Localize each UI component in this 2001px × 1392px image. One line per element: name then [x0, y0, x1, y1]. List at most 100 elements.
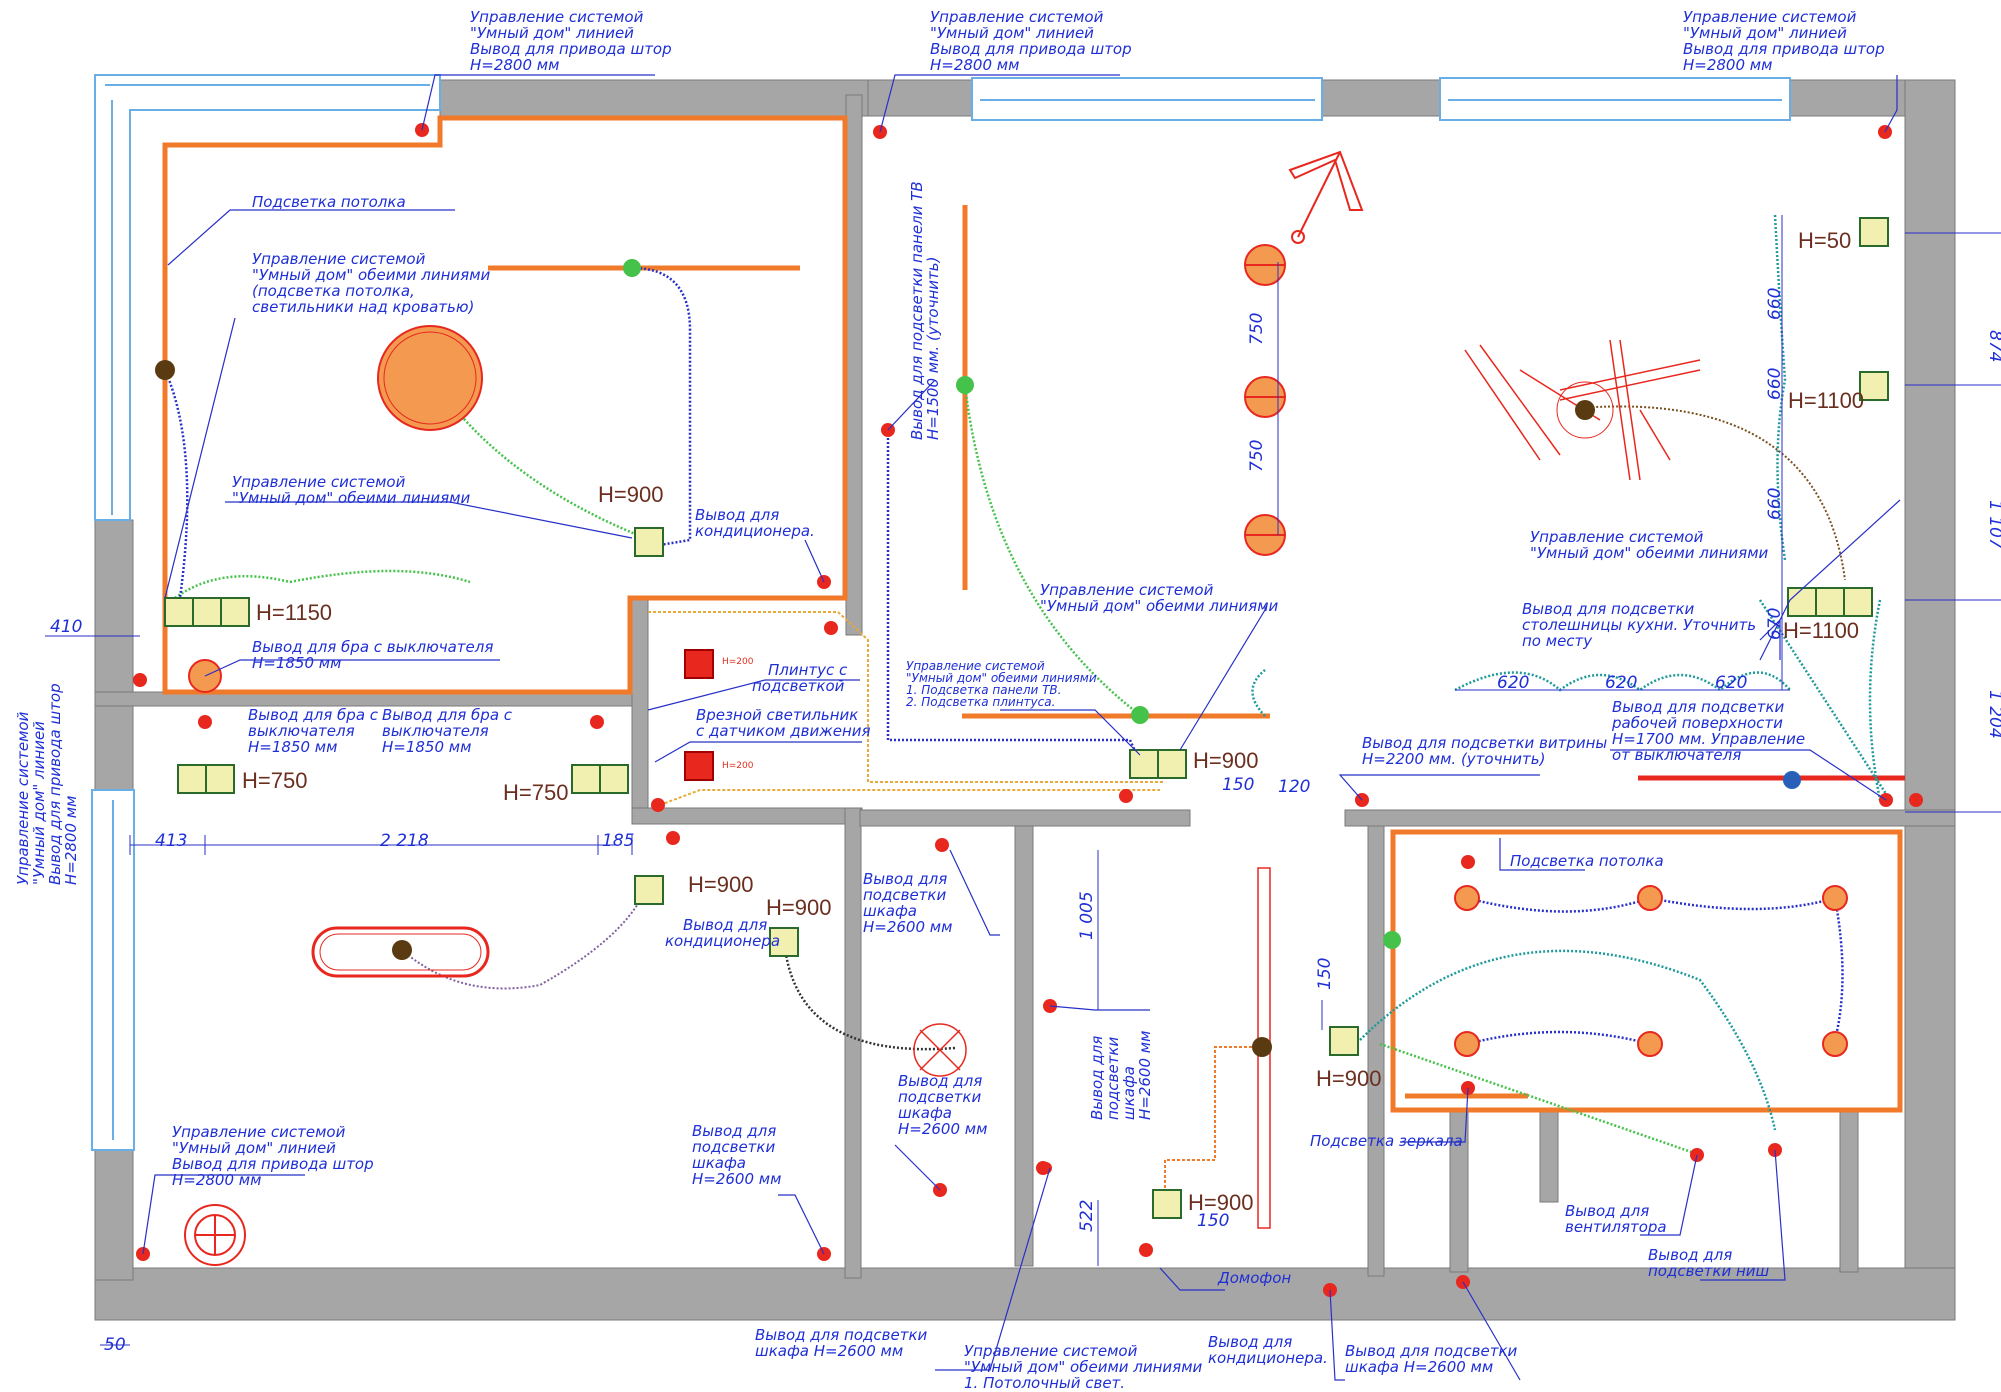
recessed-sensor-note-l2: с датчиком движения: [696, 722, 871, 740]
wardrobe-4-note-l3: шкафа: [692, 1154, 746, 1172]
dim-620-a: 620: [1497, 673, 1529, 693]
height-h750-b: H=750: [503, 780, 568, 805]
dim-2218: 2 218: [380, 831, 429, 851]
ac-outlet-2-note-l2: кондиционера: [665, 932, 780, 950]
curtain-bottom-left-note-l2: "Умный дом" линией: [172, 1139, 336, 1157]
dim-750-b: 750: [1247, 440, 1267, 472]
smart-bedroom-note-l4: светильники над кроватью): [252, 298, 474, 316]
wardrobe-3-note-l4: H=2600 мм: [1136, 1031, 1154, 1120]
height-h900-hall: H=900: [766, 895, 831, 920]
dim-620-b: 620: [1605, 673, 1637, 693]
smart-bedroom-note-l2: "Умный дом" обеими линиями: [252, 266, 491, 284]
dim-150-c: 150: [1197, 1211, 1229, 1231]
showcase-note-l2: H=2200 мм. (уточнить): [1362, 750, 1545, 768]
fan-outlet-note-l1: Вывод для: [1565, 1202, 1649, 1220]
countertop-note-l3: по месту: [1522, 632, 1593, 650]
sconce-3-note-l2: выключателя: [382, 722, 489, 740]
showcase-note-l1: Вывод для подсветки витрины: [1362, 734, 1607, 752]
wiring-purple: [401, 894, 644, 990]
svg-text:Управление системой"Умный дом": Управление системой"Умный дом" обеими ли…: [1040, 581, 1279, 615]
junction-dots-brown: [155, 360, 1595, 1057]
work-surface-note-l4: от выключателя: [1612, 746, 1741, 764]
dim-410: 410: [50, 617, 82, 637]
height-h900-living: H=900: [1193, 748, 1258, 773]
smart-bedroom2-note-l1: Управление системой: [232, 473, 406, 491]
tv-panel-note-l1: Вывод для подсветки панели ТВ: [908, 181, 926, 440]
bathroom-spots: [1454, 885, 1848, 1057]
dimension-labels: 410 413 2 218 185 750 750 660 660 660 67…: [50, 288, 2001, 1355]
ac-outlet-3-note-l2: кондиционера.: [1208, 1349, 1328, 1367]
mark-h200-a: H=200: [722, 657, 754, 667]
dim-660-c: 660: [1765, 488, 1785, 520]
wardrobe-4-note-l2: подсветки: [692, 1138, 775, 1156]
dim-185: 185: [602, 831, 634, 851]
curtain-top-right-note-l2: "Умный дом" линией: [1683, 24, 1847, 42]
smart-hall-note-l2: "Умный дом" обеими линиями: [964, 1358, 1203, 1376]
svg-text:Управление системой"Умный дом": Управление системой"Умный дом" линиейВыв…: [14, 683, 80, 885]
wardrobe-4-note-l4: H=2600 мм: [692, 1170, 781, 1188]
sconce-2-note-l3: H=1850 мм: [248, 738, 337, 756]
dim-620-c: 620: [1715, 673, 1747, 693]
mark-h200-b: H=200: [722, 761, 754, 771]
svg-text:Управление системой"Умный дом": Управление системой"Умный дом" обеими ли…: [232, 473, 471, 507]
led-strips: [162, 115, 1905, 1113]
smart-tv-plinth-note-l3: 1. Подсветка панели ТВ.: [906, 683, 1061, 697]
wiring-green: [174, 377, 1701, 1157]
mirror-light-note: Подсветка зеркала: [1310, 1132, 1463, 1150]
smart-hall-note-l1: Управление системой: [964, 1342, 1138, 1360]
junction-dots-green: [623, 259, 1401, 949]
curtain-bottom-left-note-l1: Управление системой: [172, 1123, 346, 1141]
wiring-brown: [1579, 405, 1846, 581]
ac-outlet-2-note-l1: Вывод для: [683, 916, 767, 934]
curtain-top-mid-note-l3: Вывод для привода штор: [930, 40, 1132, 58]
dim-1204: 1 204: [1985, 690, 2001, 739]
niche-note-l2: подсветки ниш: [1648, 1262, 1770, 1280]
wardrobe-2-note-l1: Вывод для: [898, 1072, 982, 1090]
work-surface-note-l3: H=1700 мм. Управление: [1612, 730, 1805, 748]
wardrobe-bl-note-l1: Вывод для подсветки: [755, 1326, 928, 1344]
countertop-note-l2: столешницы кухни. Уточнить: [1522, 616, 1756, 634]
dim-660-b: 660: [1765, 368, 1785, 400]
plinth-light-path: [648, 611, 1165, 806]
svg-text:Вывод для подсветкишкафа H=260: Вывод для подсветкишкафа H=2600 мм: [755, 1326, 928, 1360]
niche-note-l1: Вывод для: [1648, 1246, 1732, 1264]
dimension-lines: [45, 215, 2001, 1346]
height-labels: H=50 H=1100 H=1100 H=1150 H=900 H=750 H=…: [242, 228, 1864, 1215]
ac-outlet-3-note-l1: Вывод для: [1208, 1333, 1292, 1351]
svg-text:Управление системой"Умный дом": Управление системой"Умный дом" линиейВыв…: [470, 8, 672, 74]
wiring-dark: [783, 947, 956, 1051]
dim-1005: 1 005: [1077, 891, 1097, 940]
curtain-top-left-note-l1: Управление системой: [470, 8, 644, 26]
svg-text:Вывод для подсветкишкафа H=260: Вывод для подсветкишкафа H=2600 мм: [1345, 1342, 1518, 1376]
curtain-top-left-note-l4: H=2800 мм: [470, 56, 559, 74]
dim-670: 670: [1765, 608, 1785, 640]
ceiling-lamp-bedroom: [377, 325, 483, 431]
recessed-sensor-note-l1: Врезной светильник: [696, 706, 858, 724]
curtain-top-right-note-l3: Вывод для привода штор: [1683, 40, 1885, 58]
dim-660-a: 660: [1765, 288, 1785, 320]
wiring-orange: [1164, 1046, 1262, 1196]
wardrobe-4-note-l1: Вывод для: [692, 1122, 776, 1140]
floor-lamp-icon: [1288, 150, 1364, 244]
svg-text:Вывод дляподсветкишкафаH=2600: Вывод дляподсветкишкафаH=2600 мм: [898, 1072, 987, 1138]
ac-outlet-1-note-l1: Вывод для: [695, 506, 779, 524]
windows: [91, 74, 1791, 1151]
fan-icon: [184, 1204, 246, 1266]
smart-bedroom-note-l1: Управление системой: [252, 250, 426, 268]
svg-text:Управление системой"Умный дом": Управление системой"Умный дом" линиейВыв…: [1683, 8, 1885, 74]
height-h50: H=50: [1798, 228, 1851, 253]
curtain-left-note-l3: Вывод для привода штор: [46, 683, 64, 885]
small-marks: H=200 H=200: [722, 657, 754, 771]
wardrobe-1-note-l1: Вывод для: [863, 870, 947, 888]
svg-text:Вывод дляподсветкишкафаH=2600: Вывод дляподсветкишкафаH=2600 мм: [692, 1122, 781, 1188]
curtain-top-right-note-l1: Управление системой: [1683, 8, 1857, 26]
wardrobe-2-note-l2: подсветки: [898, 1088, 981, 1106]
